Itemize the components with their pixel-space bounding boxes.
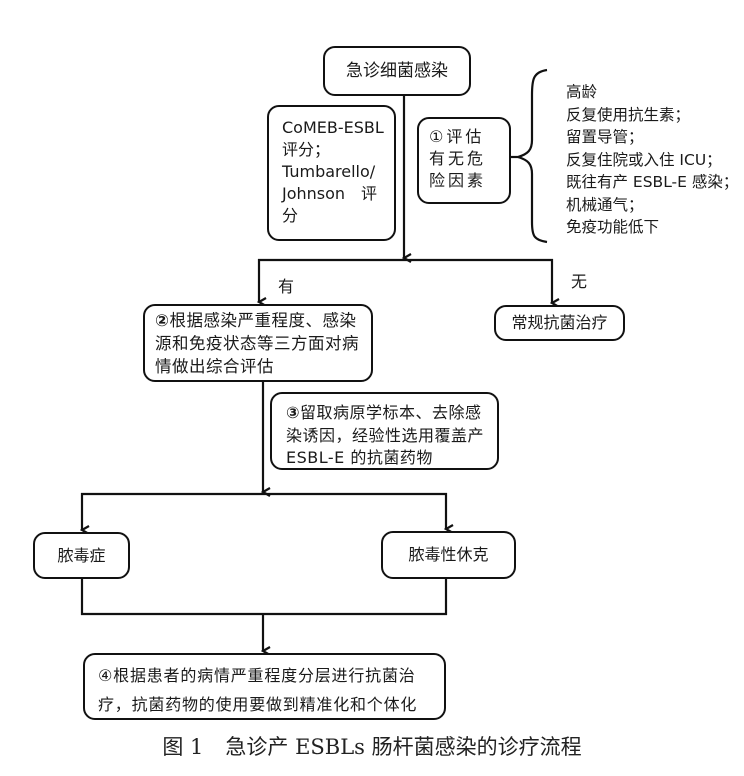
empirical-therapy-box: ③留取病原学标本、去除感染诱因，经验性选用覆盖产 ESBL-E 的抗菌药物 bbox=[270, 392, 499, 470]
risk-factor-item: 免疫功能低下 bbox=[566, 218, 660, 236]
risk-factor-item: 既往有产 ESBL-E 感染； bbox=[566, 173, 739, 191]
routine-treatment-label: 常规抗菌治疗 bbox=[511, 313, 608, 332]
score-line: CoMEB-ESBL bbox=[282, 118, 384, 137]
risk-factor-item: 机械通气； bbox=[566, 195, 644, 214]
step-number-4: ④ bbox=[98, 666, 114, 685]
severity-assessment-text: 根据感染严重程度、感染源和免疫状态等三方面对病情做出综合评估 bbox=[155, 311, 359, 376]
score-line: Johnson 评 bbox=[282, 184, 378, 203]
routine-treatment-box: 常规抗菌治疗 bbox=[494, 305, 625, 341]
risk-factor-item: 留置导管； bbox=[566, 128, 644, 146]
branch-label-no: 无 bbox=[571, 272, 588, 291]
septic-shock-label: 脓毒性休克 bbox=[408, 545, 489, 564]
risk-factor-item: 高龄 bbox=[566, 83, 598, 101]
stratified-treatment-text: 根据患者的病情严重程度分层进行抗菌治疗，抗菌药物的使用要做到精准化和个体化 bbox=[98, 666, 418, 714]
score-line: Tumbarello/ bbox=[282, 162, 376, 181]
curly-brace bbox=[514, 68, 548, 244]
severity-assessment-box: ②根据感染严重程度、感染源和免疫状态等三方面对病情做出综合评估 bbox=[143, 304, 373, 382]
score-line: 分 bbox=[282, 206, 299, 225]
risk-factor-item: 反复使用抗生素； bbox=[566, 105, 691, 124]
figure-title: 急诊产 ESBLs 肠杆菌感染的诊疗流程 bbox=[225, 735, 582, 759]
step-number-3: ③ bbox=[286, 403, 301, 422]
sepsis-box: 脓毒症 bbox=[33, 532, 130, 579]
step-number-1: ① bbox=[429, 127, 447, 146]
risk-factor-list: 高龄 反复使用抗生素； 留置导管； 反复住院或入住 ICU； 既往有产 ESBL… bbox=[566, 81, 738, 239]
start-node-box: 急诊细菌感染 bbox=[323, 46, 471, 96]
risk-factor-item: 反复住院或入住 ICU； bbox=[566, 150, 722, 169]
figure-caption: 图 1 急诊产 ESBLs 肠杆菌感染的诊疗流程 bbox=[0, 731, 744, 761]
risk-assessment-text: 评估有无危险因素 bbox=[429, 127, 487, 190]
step-number-2: ② bbox=[155, 311, 170, 330]
septic-shock-box: 脓毒性休克 bbox=[381, 531, 516, 579]
stratified-treatment-box: ④根据患者的病情严重程度分层进行抗菌治疗，抗菌药物的使用要做到精准化和个体化 bbox=[83, 653, 446, 720]
start-node-label: 急诊细菌感染 bbox=[346, 61, 448, 81]
risk-assessment-box: ①评估有无危险因素 bbox=[417, 117, 511, 204]
score-line: 评分； bbox=[282, 140, 331, 159]
branch-label-yes: 有 bbox=[278, 277, 295, 296]
sepsis-label: 脓毒症 bbox=[57, 545, 106, 565]
score-box: CoMEB-ESBL 评分； Tumbarello/ Johnson 评 分 bbox=[267, 105, 396, 241]
empirical-therapy-text: 留取病原学标本、去除感染诱因，经验性选用覆盖产 ESBL-E 的抗菌药物 bbox=[286, 403, 485, 467]
figure-number: 图 1 bbox=[162, 735, 204, 759]
